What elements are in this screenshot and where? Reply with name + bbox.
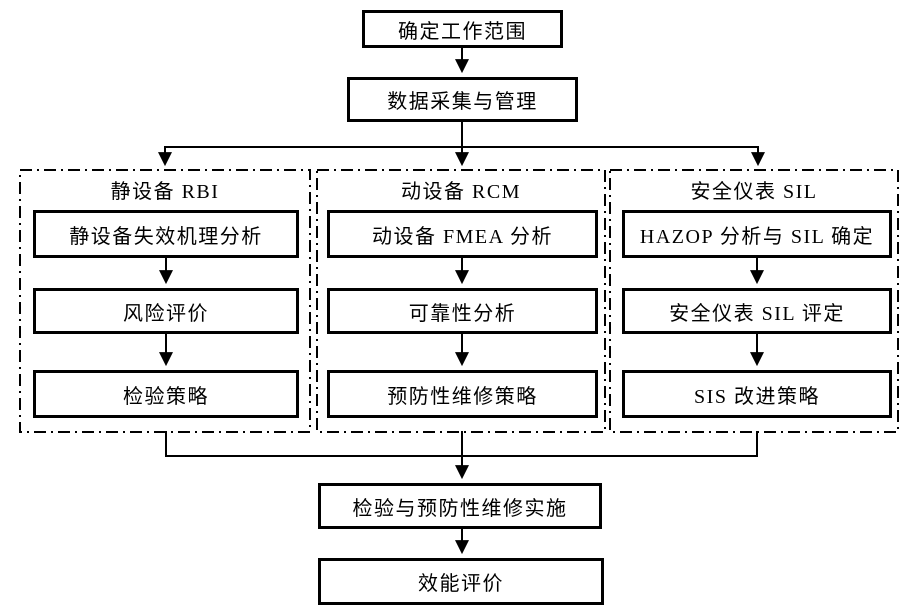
step-rbi-1: 静设备失效机理分析 xyxy=(33,210,299,258)
step-rcm-1: 动设备 FMEA 分析 xyxy=(327,210,598,258)
node-data-management: 数据采集与管理 xyxy=(347,77,578,122)
node-scope: 确定工作范围 xyxy=(362,10,563,48)
step-sil-1: HAZOP 分析与 SIL 确定 xyxy=(622,210,892,258)
node-evaluation: 效能评价 xyxy=(318,558,604,605)
step-sil-3: SIS 改进策略 xyxy=(622,370,892,418)
group-header-rcm: 动设备 RCM xyxy=(401,180,521,203)
step-rcm-2: 可靠性分析 xyxy=(327,288,598,334)
node-implementation: 检验与预防性维修实施 xyxy=(318,483,602,529)
step-rbi-3: 检验策略 xyxy=(33,370,299,418)
step-sil-2: 安全仪表 SIL 评定 xyxy=(622,288,892,334)
group-header-sil: 安全仪表 SIL xyxy=(690,180,818,203)
step-rcm-3: 预防性维修策略 xyxy=(327,370,598,418)
group-header-rbi: 静设备 RBI xyxy=(110,180,220,203)
group-border-sil xyxy=(609,169,899,433)
step-rbi-2: 风险评价 xyxy=(33,288,299,334)
group-border-rcm xyxy=(316,169,606,433)
